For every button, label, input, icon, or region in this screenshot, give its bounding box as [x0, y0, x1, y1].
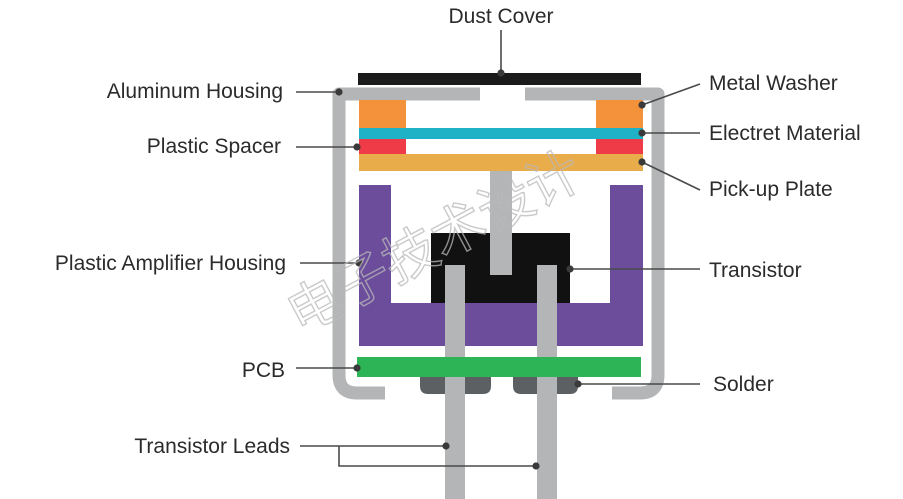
- aluminum-housing: [332, 87, 480, 400]
- pickup-connector-stem: [490, 171, 512, 275]
- transistor: [431, 233, 570, 303]
- pickup-plate: [359, 154, 643, 171]
- plastic-amplifier-housing: [359, 185, 643, 346]
- leader-transistor-leads: [300, 445, 536, 467]
- metal-washer-right: [596, 100, 643, 128]
- label-plastic-amplifier-housing: Plastic Amplifier Housing: [55, 252, 286, 275]
- label-pickup-plate: Pick-up Plate: [709, 178, 833, 201]
- dust-cover: [358, 73, 641, 85]
- label-dust-cover: Dust Cover: [448, 5, 553, 28]
- label-plastic-spacer: Plastic Spacer: [147, 135, 281, 158]
- label-electret-material: Electret Material: [709, 122, 861, 145]
- leader-metal-washer: [641, 83, 701, 106]
- lead-through-solder-left: [445, 377, 465, 394]
- lead-through-solder-right: [537, 377, 557, 394]
- metal-washer-left: [359, 100, 406, 128]
- plastic-spacer-left: [359, 139, 406, 155]
- label-transistor-leads: Transistor Leads: [134, 435, 290, 458]
- label-solder: Solder: [713, 373, 774, 396]
- pcb: [357, 357, 641, 377]
- aluminum-housing-right: [525, 87, 665, 400]
- label-pcb: PCB: [242, 359, 285, 382]
- label-transistor: Transistor: [709, 259, 802, 282]
- electret-material: [359, 128, 643, 139]
- label-metal-washer: Metal Washer: [709, 72, 838, 95]
- plastic-spacer-right: [596, 139, 643, 155]
- leader-pickup-plate: [641, 161, 701, 191]
- label-aluminum-housing: Aluminum Housing: [107, 80, 283, 103]
